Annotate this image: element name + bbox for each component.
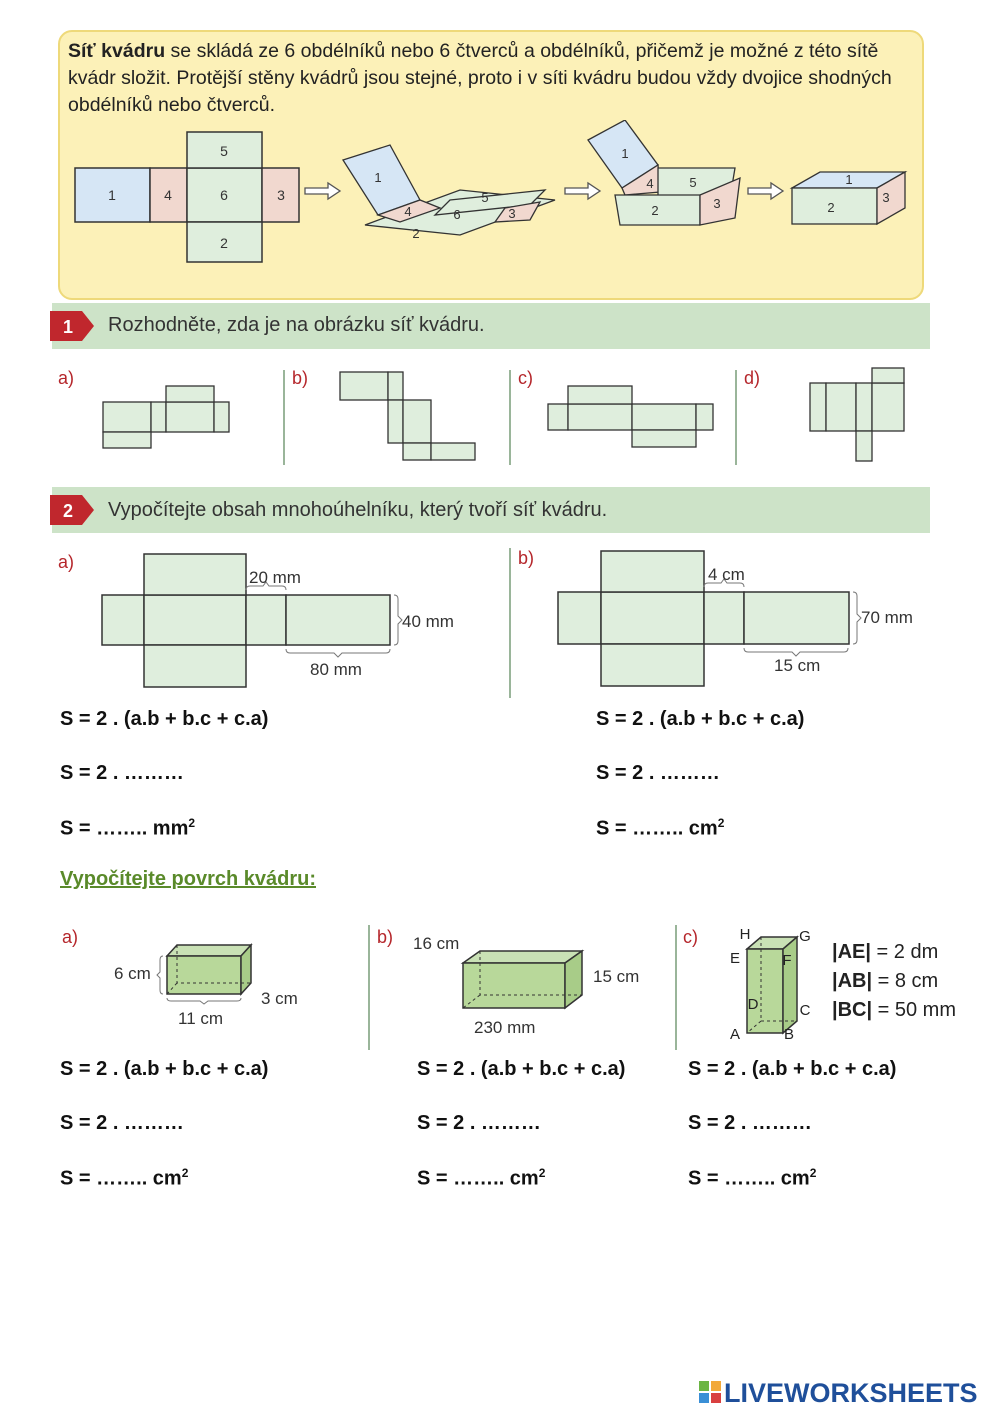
task3-heading: Vypočítejte povrch kvádru: [60,868,316,890]
task3-a-formula-line3[interactable]: S = …….. cm2 [60,1166,189,1190]
task3-a-dim-h: 6 cm [114,964,151,983]
task2-label-a: a) [58,552,75,572]
svg-text:3: 3 [508,206,515,221]
net-face-6: 6 [220,187,228,203]
intro-text-rest: se skládá ze 6 obdélníků nebo 6 čtverců … [68,40,892,116]
task2-label-b: b) [518,548,535,568]
svg-text:3: 3 [713,196,720,211]
task3-c-measure-ab: |AB| = 8 cm [832,970,939,992]
intro-bold-term: Síť kvádru [68,40,166,62]
task2-b-formula-line2[interactable]: S = 2 . ……… [596,762,720,784]
svg-text:2: 2 [651,203,658,218]
task3-c-box: H G E F D C A B [730,926,811,1043]
task3-label-c: c) [683,927,698,947]
task3-a-formula-line2[interactable]: S = 2 . ……… [60,1112,184,1134]
task3-b-dim-h: 15 cm [593,967,640,986]
svg-text:5: 5 [481,190,488,205]
task2-title: Vypočítejte obsah mnohoúhelníku, který t… [108,499,608,521]
task2-a-formula-line3[interactable]: S = …….. mm2 [60,816,196,840]
task1-net-a [102,385,230,449]
task1-net-b [339,371,476,461]
svg-text:6: 6 [453,207,460,222]
task2-b-formula-line3[interactable]: S = …….. cm2 [596,816,725,840]
svg-text:2: 2 [827,200,834,215]
task2-a-formula-line2[interactable]: S = 2 . ……… [60,762,184,784]
task3-a-formula-line1: S = 2 . (a.b + b.c + c.a) [60,1058,269,1080]
task2-divider [509,548,511,698]
task2-b-dim-70mm: 70 mm [861,608,913,627]
task3-b-formula-line2[interactable]: S = 2 . ……… [417,1112,541,1134]
vertex-F: F [782,952,791,969]
svg-text:1: 1 [845,172,852,187]
task3-divider [368,925,370,1050]
task3-c-measure-bc: |BC| = 50 mm [832,999,956,1021]
task1-band [52,303,930,349]
svg-text:4: 4 [404,204,411,219]
task3-b-box [460,949,585,1010]
task3-label-b: b) [377,927,394,947]
task1-divider [735,370,737,465]
net-face-5: 5 [220,143,228,159]
task1-label-d: d) [744,368,761,388]
task2-a-dim-40mm: 40 mm [402,612,454,631]
task2-band [52,487,930,533]
task2-number-badge: 2 [50,495,94,525]
task1-divider [283,370,285,465]
task1-divider [509,370,511,465]
task3-b-formula-line3[interactable]: S = …….. cm2 [417,1166,546,1190]
task1-label-a: a) [58,368,75,388]
task2-b-formula-line1: S = 2 . (a.b + b.c + c.a) [596,708,805,730]
net-face-1: 1 [108,187,116,203]
net-face-3: 3 [277,187,285,203]
task2-a-dim-20mm: 20 mm [249,568,301,587]
liveworksheets-logo[interactable]: LIVEWORKSHEETS [724,1378,978,1408]
intro-text: Síť kvádru se skládá ze 6 obdélníků nebo… [68,38,908,119]
task1-label-c: c) [518,368,533,388]
task3-b-dim-w: 230 mm [474,1018,536,1037]
svg-text:2: 2 [63,501,73,521]
svg-text:1: 1 [374,170,381,185]
svg-text:3: 3 [882,190,889,205]
vertex-D: D [748,996,759,1013]
intro-net-diagram: 1 4 6 3 5 2 1 4 6 5 3 2 1 4 5 2 3 [74,120,908,263]
net-face-2: 2 [220,235,228,251]
task1-net-d [809,367,905,462]
task3-b-dim-l: 16 cm [413,934,460,953]
vertex-E: E [730,950,740,967]
task3-a-dim-l: 11 cm [178,1009,224,1028]
task3-a-dim-w: 3 cm [261,989,298,1008]
task3-c-formula-line1: S = 2 . (a.b + b.c + c.a) [688,1058,897,1080]
task3-c-formula-line3[interactable]: S = …….. cm2 [688,1166,817,1190]
net-face-4: 4 [164,187,172,203]
task1-number-badge: 1 [50,311,94,341]
vertex-A: A [730,1026,740,1043]
task3-b-formula-line1: S = 2 . (a.b + b.c + c.a) [417,1058,626,1080]
task1-label-b: b) [292,368,309,388]
task2-b-dim-15cm: 15 cm [774,656,821,675]
vertex-G: G [799,928,811,945]
task1-net-c [547,385,714,448]
task3-c-formula-line2[interactable]: S = 2 . ……… [688,1112,812,1134]
svg-text:2: 2 [412,226,419,241]
liveworksheets-logo-icon [699,1381,721,1403]
svg-text:4: 4 [646,176,653,191]
vertex-C: C [800,1002,811,1019]
svg-text:1: 1 [621,146,628,161]
svg-text:1: 1 [63,317,73,337]
task1-title: Rozhodněte, zda je na obrázku síť kvádru… [108,314,485,336]
task3-label-a: a) [62,927,79,947]
svg-text:5: 5 [689,175,696,190]
task2-b-dim-4cm: 4 cm [708,565,745,584]
task3-a-box [156,943,253,1005]
task3-c-measure-ae: |AE| = 2 dm [832,941,939,963]
task3-divider [675,925,677,1050]
vertex-B: B [784,1026,794,1043]
task2-a-formula-line1: S = 2 . (a.b + b.c + c.a) [60,708,269,730]
vertex-H: H [740,926,751,943]
task2-net-a [101,553,403,688]
task2-a-dim-80mm: 80 mm [310,660,362,679]
task2-net-b [557,550,862,687]
